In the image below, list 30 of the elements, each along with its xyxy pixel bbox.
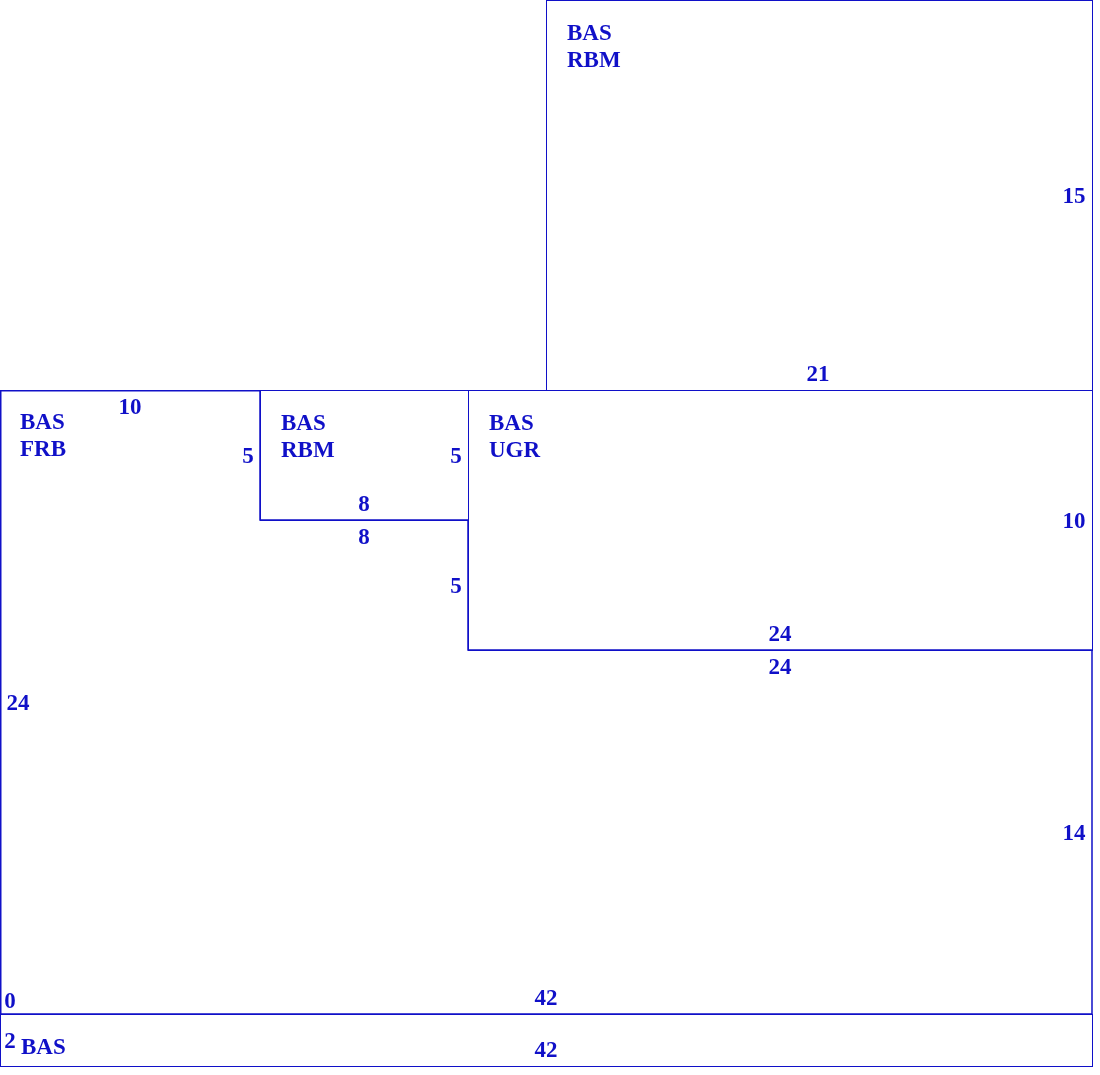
dimension-label: 0	[4, 989, 16, 1013]
room-label: BAS	[489, 409, 534, 436]
room-label: RBM	[567, 46, 621, 73]
dimension-label: 24	[768, 622, 792, 646]
room-label: FRB	[20, 435, 66, 462]
room-outline	[546, 0, 1093, 391]
dimension-label: 15	[1062, 184, 1086, 208]
room-label: UGR	[489, 436, 541, 463]
dimension-label: 2	[4, 1029, 16, 1053]
room-label: BAS	[21, 1033, 66, 1060]
room-label: RBM	[281, 436, 335, 463]
dimension-label: 24	[768, 655, 792, 679]
dimension-label: 10	[1062, 509, 1086, 533]
room-outline	[468, 390, 1093, 651]
room-outline	[0, 1014, 1093, 1067]
dimension-label: 5	[450, 574, 462, 598]
room-label: BAS	[567, 19, 612, 46]
dimension-label: 5	[450, 444, 462, 468]
room-label: BAS	[20, 408, 65, 435]
dimension-label: 14	[1062, 821, 1086, 845]
dimension-label: 42	[534, 1038, 558, 1062]
dimension-label: 21	[806, 362, 830, 386]
room-outline	[260, 390, 469, 521]
room-label: BAS	[281, 409, 326, 436]
dimension-label: 24	[6, 691, 30, 715]
dimension-label: 8	[358, 525, 370, 549]
dimension-label: 8	[358, 492, 370, 516]
dimension-label: 42	[534, 986, 558, 1010]
dimension-label: 10	[118, 395, 142, 419]
dimension-label: 5	[242, 444, 254, 468]
